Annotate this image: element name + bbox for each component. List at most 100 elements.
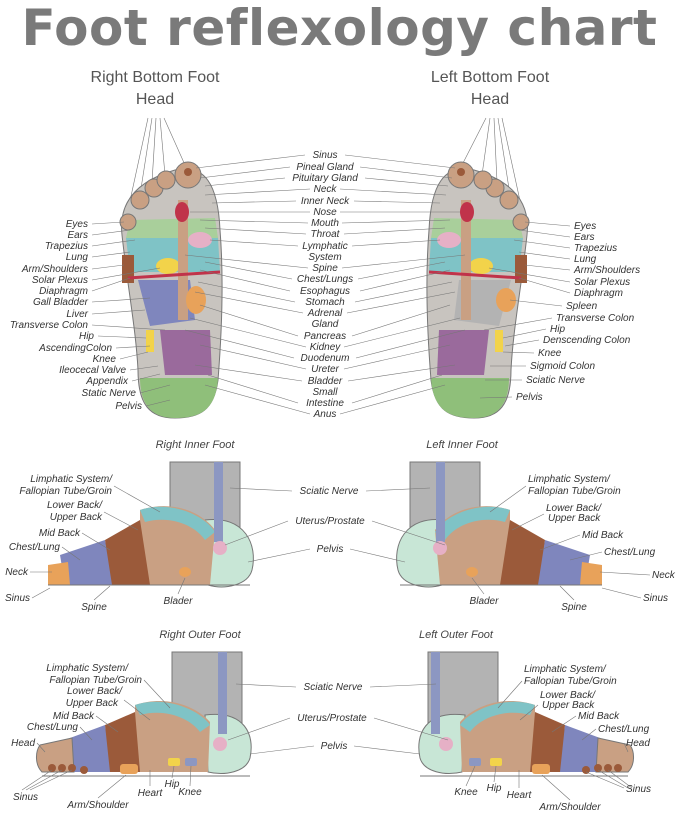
label-ri-chest-lung: Chest/Lung (9, 542, 61, 553)
label-li-spine: Spine (561, 602, 587, 613)
label-lo-limphatic: Limphatic System/ (524, 664, 607, 675)
label-sigmoid-colon: Sigmoid Colon (530, 361, 595, 372)
right-foot-labels: Eyes Ears Trapezius Lung Arm/Shoulders S… (10, 219, 142, 412)
label-ileocecal-valve: Ileocecal Valve (59, 365, 126, 376)
label-ri-mid-back: Mid Back (39, 528, 81, 539)
label-ri-lower-back: Lower Back/ (47, 500, 103, 511)
label-sinus: Sinus (312, 150, 337, 161)
label-ri-sinus: Sinus (5, 593, 30, 604)
label-sciatic-nerve-l: Sciatic Nerve (526, 375, 585, 386)
label-ro-lower-back: Lower Back/ (67, 686, 123, 697)
label-ri-upper-back: Upper Back (50, 512, 103, 523)
label-neck: Neck (314, 184, 338, 195)
left-head-label: Head (471, 91, 509, 108)
label-diaphragm-r: Diaphragm (39, 286, 88, 297)
label-transverse-colon-l: Transverse Colon (556, 313, 635, 324)
label-inner-uterus-prostate: Uterus/Prostate (295, 516, 365, 527)
label-stomach: Stomach (305, 297, 345, 308)
label-pancreas: Pancreas (304, 331, 346, 342)
label-trapezius-r: Trapezius (45, 241, 88, 252)
label-hip-r: Hip (79, 331, 94, 342)
label-inner-pelvis: Pelvis (317, 544, 344, 555)
label-arm-shoulders-l: Arm/Shoulders (573, 265, 640, 276)
label-descending-colon: Denscending Colon (543, 335, 631, 346)
label-spleen: Spleen (566, 301, 598, 312)
left-inner-foot (396, 461, 602, 588)
label-inner-sciatic-nerve: Sciatic Nerve (300, 486, 359, 497)
label-pelvis-r: Pelvis (115, 401, 142, 412)
label-liver: Liver (66, 309, 88, 320)
label-ri-neck: Neck (5, 567, 29, 578)
label-eyes-l: Eyes (574, 221, 596, 232)
right-outer-labels: Limphatic System/ Fallopian Tube/Groin L… (11, 663, 202, 811)
label-lung-l: Lung (574, 254, 597, 265)
page-title: Foot reflexology chart (21, 0, 658, 57)
label-ro-sinus: Sinus (13, 792, 38, 803)
label-solar-plexus-r: Solar Plexus (32, 275, 88, 286)
label-eyes-r: Eyes (66, 219, 88, 230)
label-gall-bladder: Gall Bladder (33, 297, 89, 308)
right-side-leader-lines (91, 221, 171, 407)
label-ro-limphatic: Limphatic System/ (46, 663, 129, 674)
right-bottom-heading: Right Bottom Foot (91, 69, 221, 86)
inner-center-leader-lines (224, 487, 446, 563)
label-chest-lungs: Chest/Lungs (297, 274, 353, 285)
center-labels: Sinus Pineal Gland Pituitary Gland Neck … (292, 150, 358, 420)
right-inner-heading: Right Inner Foot (156, 439, 236, 451)
right-outer-heading: Right Outer Foot (159, 629, 241, 641)
label-inner-neck: Inner Neck (301, 196, 350, 207)
label-ri-fallopian: Fallopian Tube/Groin (19, 486, 112, 497)
label-ascending-colon: AscendingColon (38, 343, 112, 354)
label-intestine: Intestine (306, 398, 344, 409)
label-lo-fallopian: Fallopian Tube/Groin (524, 676, 617, 687)
label-ri-limphatic: Limphatic System/ (30, 474, 113, 485)
label-kidney: Kidney (310, 342, 342, 353)
label-anus: Anus (313, 409, 337, 420)
label-nose: Nose (313, 207, 337, 218)
right-bottom-foot (119, 161, 223, 419)
label-small: Small (312, 387, 338, 398)
right-inner-labels: Limphatic System/ Fallopian Tube/Groin L… (5, 474, 193, 613)
label-adrenal: Adrenal (307, 308, 343, 319)
label-arm-shoulders-r: Arm/Shoulders (21, 264, 88, 275)
label-esophagus: Esophagus (300, 286, 350, 297)
label-ro-head: Head (11, 738, 35, 749)
right-head-label: Head (136, 91, 174, 108)
label-ro-fallopian: Fallopian Tube/Groin (49, 675, 142, 686)
label-li-chest-lung: Chest/Lung (604, 547, 656, 558)
label-appendix: Appendix (85, 376, 129, 387)
label-ears-r: Ears (67, 230, 88, 241)
label-lung-r: Lung (66, 252, 89, 263)
label-diaphragm-l: Diaphragm (574, 288, 623, 299)
label-li-limphatic: Limphatic System/ (528, 474, 611, 485)
label-lo-arm-shoulder: Arm/Shoulder (538, 802, 601, 813)
right-outer-foot (36, 651, 252, 777)
left-outer-labels: Limphatic System/ Fallopian Tube/Groin L… (454, 664, 651, 813)
label-outer-sciatic-nerve: Sciatic Nerve (304, 682, 363, 693)
label-solar-plexus-l: Solar Plexus (574, 277, 630, 288)
label-duodenum: Duodenum (301, 353, 350, 364)
label-ri-spine: Spine (81, 602, 107, 613)
left-outer-foot (418, 651, 634, 777)
outer-center-leader-lines (227, 683, 449, 755)
label-li-blader: Blader (470, 596, 500, 607)
left-inner-labels: Limphatic System/ Fallopian Tube/Groin L… (470, 474, 676, 613)
left-bottom-heading: Left Bottom Foot (431, 69, 550, 86)
left-foot-labels: Eyes Ears Trapezius Lung Arm/Shoulders S… (516, 221, 640, 403)
label-lo-hip: Hip (486, 783, 501, 794)
label-transverse-colon-r: Transverse Colon (10, 320, 89, 331)
label-hip-l: Hip (550, 324, 565, 335)
label-pineal-gland: Pineal Gland (296, 162, 354, 173)
label-lo-knee: Knee (454, 787, 478, 798)
label-ro-upper-back: Upper Back (66, 698, 119, 709)
label-static-nerve: Static Nerve (82, 388, 137, 399)
label-ro-heart: Heart (138, 788, 164, 799)
label-ri-blader: Blader (164, 596, 194, 607)
label-pelvis-l: Pelvis (516, 392, 543, 403)
label-ro-hip: Hip (164, 779, 179, 790)
head-lines (127, 117, 523, 211)
label-ureter: Ureter (311, 364, 339, 375)
label-lo-sinus: Sinus (626, 784, 651, 795)
label-lo-upper-back: Upper Back (542, 700, 595, 711)
